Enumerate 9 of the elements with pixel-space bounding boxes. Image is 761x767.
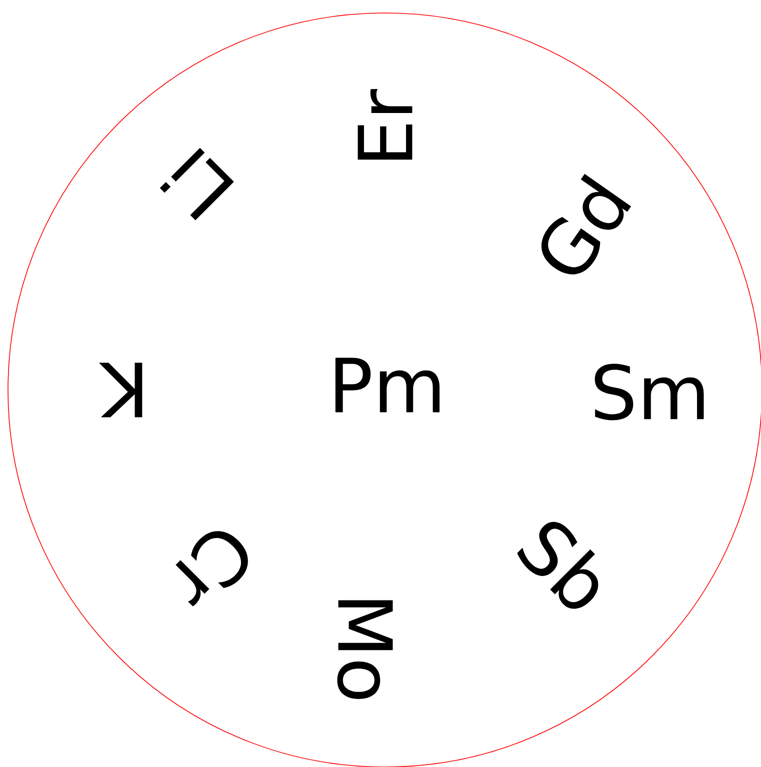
- element-symbol: Er: [358, 89, 412, 160]
- element-symbol: Sm: [594, 364, 704, 420]
- element-symbol: Cr: [176, 531, 248, 606]
- element-symbol: Pm: [335, 358, 440, 412]
- element-symbol: Sb: [517, 522, 598, 609]
- element-symbol: K: [98, 362, 142, 418]
- element-symbol: Mo: [337, 600, 393, 699]
- element-symbol: Gd: [541, 174, 632, 274]
- element-symbol: Li: [160, 148, 234, 220]
